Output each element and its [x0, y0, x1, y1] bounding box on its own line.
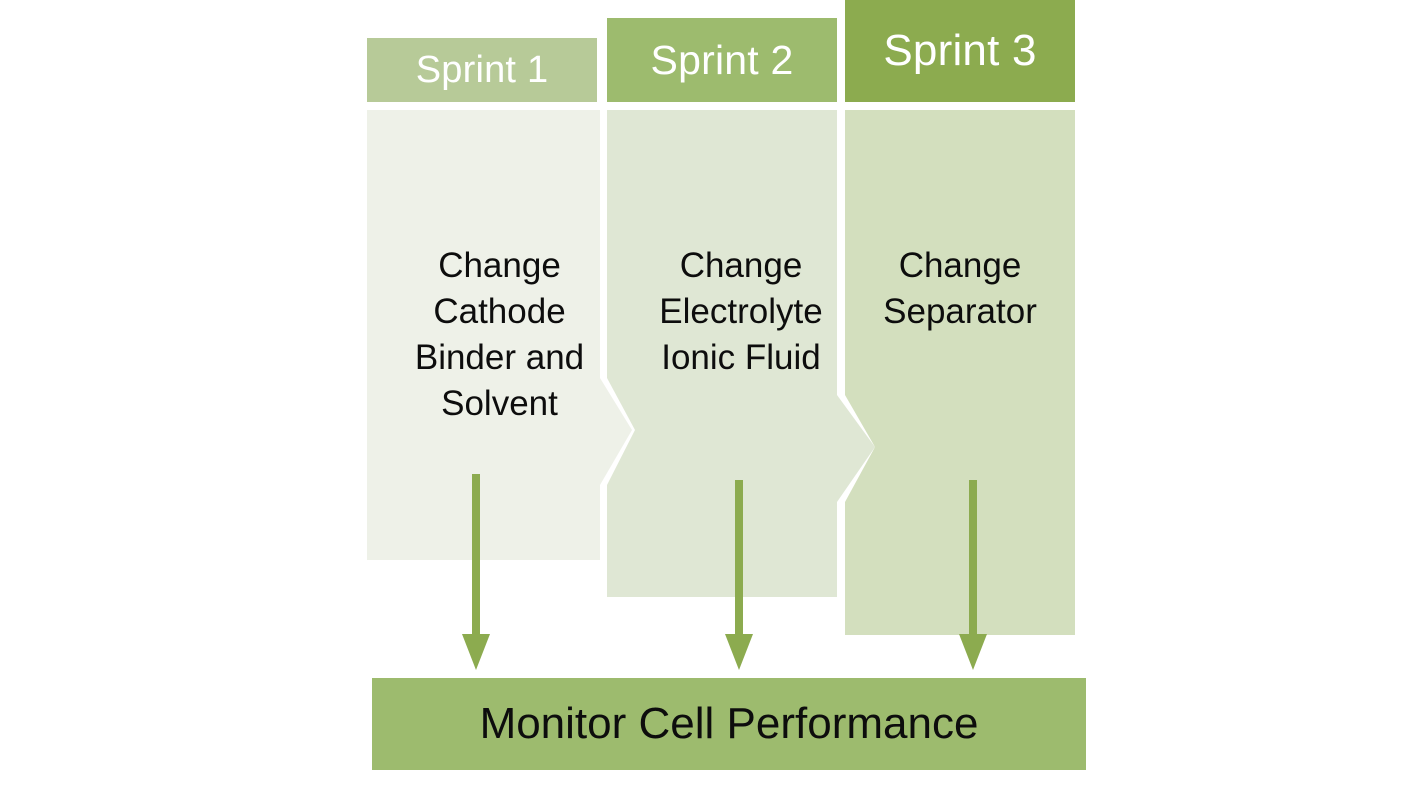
- sprint-3-header-label: Sprint 3: [883, 26, 1037, 75]
- sprint-2-panel-label: Change Electrolyte Ionic Fluid: [659, 246, 823, 377]
- sprint-3-panel[interactable]: Change Separator: [845, 110, 1075, 635]
- sprint-2-header-label: Sprint 2: [650, 36, 794, 83]
- sprint-2-down-arrow-icon: [724, 480, 754, 670]
- monitor-cell-performance-label: Monitor Cell Performance: [479, 699, 979, 748]
- sprint-1-header-label: Sprint 1: [415, 48, 549, 91]
- sprint-3-down-arrow-icon: [958, 480, 988, 670]
- sprint-1-panel-label: Change Cathode Binder and Solvent: [414, 246, 585, 423]
- sprint-2-panel[interactable]: Change Electrolyte Ionic Fluid: [607, 110, 875, 597]
- sprint-1-panel[interactable]: Change Cathode Binder and Solvent: [367, 110, 632, 560]
- sprint-1-down-arrow-icon: [461, 474, 491, 670]
- sprint-2-panel-shape: [607, 110, 875, 597]
- sprint-3-panel-shape: [845, 110, 1075, 635]
- sprint-2-header[interactable]: Sprint 2: [607, 18, 837, 102]
- monitor-cell-performance-bar[interactable]: Monitor Cell Performance: [372, 678, 1086, 770]
- sprint-1-panel-shape: [367, 110, 632, 560]
- sprint-3-header[interactable]: Sprint 3: [845, 0, 1075, 102]
- sprint-3-panel-label: Change Separator: [883, 246, 1037, 331]
- sprint-1-header[interactable]: Sprint 1: [367, 38, 597, 102]
